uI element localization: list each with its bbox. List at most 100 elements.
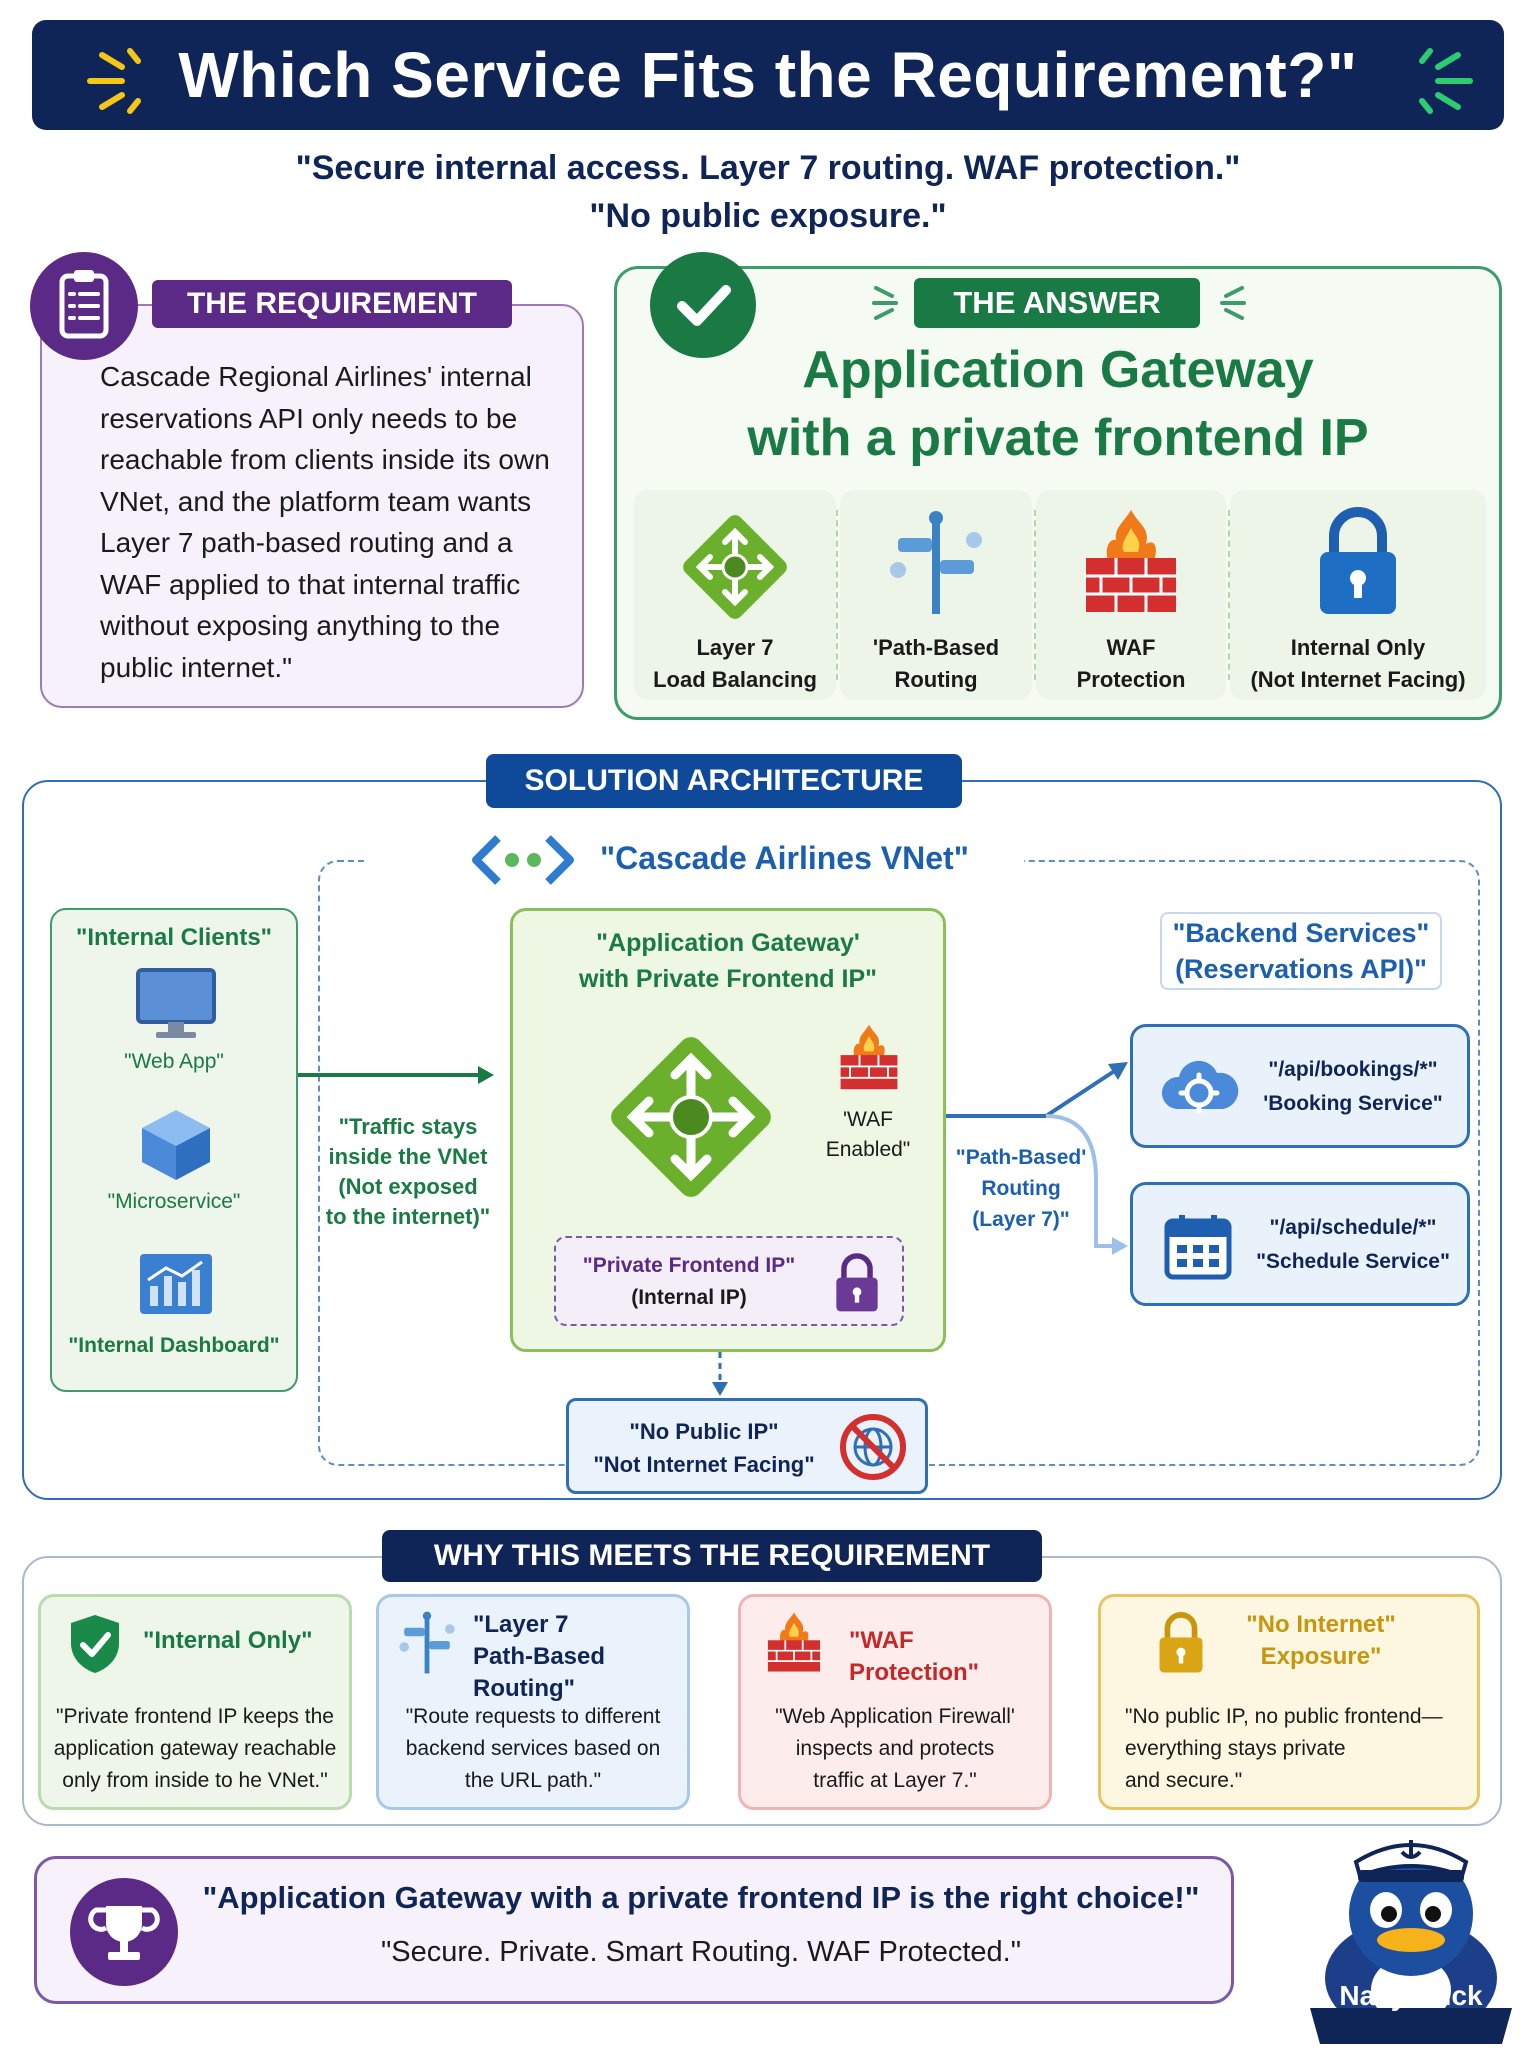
why-text-line: "No public IP, no public frontend—: [1125, 1705, 1443, 1728]
backend-title-line: (Reservations API)": [1175, 954, 1427, 984]
navy-duck-mascot: [1310, 1840, 1512, 2044]
page-title: Which Service Fits the Requirement?": [178, 39, 1358, 111]
why-card-internal: "Internal Only" "Private frontend IP kee…: [38, 1594, 352, 1810]
sparkle-icon: [872, 286, 898, 320]
signpost-icon: [399, 1611, 455, 1674]
signpost-icon: [890, 511, 982, 614]
conclusion-banner: [34, 1856, 1234, 2004]
why-card-text: "No public IP, no public frontend— every…: [1125, 1701, 1465, 1797]
answer-title-line: with a private frontend IP: [747, 409, 1369, 467]
service-path: "/api/bookings/*": [1268, 1058, 1438, 1081]
booking-service-box: "/api/bookings/*" 'Booking Service": [1130, 1024, 1470, 1148]
why-card-title: "WAF Protection": [849, 1627, 980, 1686]
backend-title-line: "Backend Services": [1172, 918, 1430, 948]
why-text-line: "Route requests to different: [405, 1705, 661, 1728]
routing-note-line: "Path-Based': [955, 1146, 1087, 1169]
service-label: "/api/schedule/*" "Schedule Service": [1243, 1211, 1463, 1279]
down-arrow: [712, 1352, 728, 1396]
pfip-line: (Internal IP): [631, 1286, 747, 1309]
why-title-line: Exposure": [1260, 1643, 1382, 1670]
sparkle-icon: [87, 48, 141, 114]
traffic-note-line: "Traffic stays: [338, 1114, 478, 1139]
feature-line: 'Path-Based: [872, 635, 1000, 660]
shield-check-icon: [71, 1615, 119, 1673]
pfip-label: "Private Frontend IP" (Internal IP): [564, 1250, 814, 1314]
firewall-icon: [767, 1612, 821, 1672]
why-text-line: "Private frontend IP keeps the: [56, 1705, 334, 1728]
traffic-note: "Traffic stays inside the VNet (Not expo…: [310, 1112, 506, 1232]
monitor-icon: [136, 968, 216, 1038]
why-text-line: everything stays private: [1125, 1737, 1346, 1760]
divider: [1034, 510, 1036, 680]
vnet-title-text: "Cascade Airlines VNet": [600, 839, 969, 876]
why-text-line: application gateway reachable: [53, 1737, 337, 1760]
sparkle-icon: [1419, 48, 1473, 114]
routing-arrows: [946, 1062, 1128, 1255]
lock-icon: [1159, 1612, 1203, 1673]
conclusion-title: "Application Gateway with a private fron…: [202, 1880, 1200, 1915]
why-card-title: "Layer 7 Path-Based Routing": [473, 1609, 687, 1705]
gateway-title-line: with Private Frontend IP": [579, 965, 877, 993]
no-internet-icon: [840, 1414, 906, 1480]
feature-tile: Internal Only(Not Internet Facing): [1230, 490, 1486, 700]
why-title-line: "No Internet": [1246, 1611, 1396, 1638]
calendar-icon: [1164, 1215, 1232, 1280]
feature-line: (Not Internet Facing): [1250, 667, 1466, 692]
feature-tile: WAF Protection: [1036, 490, 1226, 700]
feature-line: Load Balancing: [653, 667, 817, 692]
service-name: 'Booking Service": [1263, 1092, 1443, 1115]
why-text-line: backend services based on: [405, 1737, 661, 1760]
dashboard-icon: [140, 1254, 212, 1314]
why-card-title: "No Internet" Exposure": [1221, 1609, 1421, 1673]
why-text-line: inspects and protects: [795, 1737, 995, 1760]
backend-services-label: "Backend Services" (Reservations API)": [1160, 912, 1442, 990]
cloud-gear-icon: [1161, 1060, 1239, 1114]
requirement-text: Cascade Regional Airlines' internal rese…: [100, 361, 550, 683]
divider: [1228, 510, 1230, 680]
why-card-waf: "WAF Protection" "Web Application Firewa…: [738, 1594, 1052, 1810]
cube-icon: [142, 1110, 210, 1180]
why-text-line: traffic at Layer 7.": [813, 1769, 977, 1792]
why-text-line: the URL path.": [464, 1769, 602, 1792]
mascot-label: Navy Duck: [1339, 1980, 1483, 2011]
traffic-note-line: (Not exposed: [338, 1174, 478, 1199]
traffic-arrow: [298, 1066, 494, 1084]
subtitle-line: "No public exposure.": [589, 197, 947, 235]
feature-line: Protection: [1076, 667, 1186, 692]
why-text-line: and secure.": [1125, 1769, 1243, 1792]
why-card-text: "Web Application Firewall' inspects and …: [741, 1701, 1049, 1797]
no-public-label: "No Public IP" "Not Internet Facing": [579, 1415, 829, 1481]
title-bar: Which Service Fits the Requirement?": [32, 20, 1504, 130]
service-path: "/api/schedule/*": [1269, 1216, 1437, 1239]
why-card-text: "Route requests to different backend ser…: [379, 1701, 687, 1797]
client-label: "Web App": [124, 1050, 224, 1073]
traffic-note-line: to the internet)": [325, 1204, 491, 1229]
why-title-line: "Layer 7: [473, 1611, 569, 1638]
firewall-icon: [1086, 510, 1176, 612]
schedule-service-box: "/api/schedule/*" "Schedule Service": [1130, 1182, 1470, 1306]
why-text-line: "Web Application Firewall': [775, 1705, 1015, 1728]
no-public-line: "Not Internet Facing": [593, 1452, 815, 1477]
sparkle-icon: [1220, 286, 1246, 320]
why-card-no-exposure: "No Internet" Exposure" "No public IP, n…: [1098, 1594, 1480, 1810]
service-name: "Schedule Service": [1256, 1250, 1450, 1273]
load-balancer-icon: [683, 515, 787, 619]
divider: [836, 510, 838, 680]
feature-line: WAF: [1106, 635, 1156, 660]
waf-line: Enabled": [825, 1138, 911, 1161]
no-public-ip-box: "No Public IP" "Not Internet Facing": [566, 1398, 928, 1494]
answer-label: THE ANSWER: [914, 278, 1200, 328]
requirement-label: THE REQUIREMENT: [152, 280, 512, 328]
checkmark-icon: [650, 252, 756, 358]
feature-label: Internal Only(Not Internet Facing): [1230, 632, 1486, 696]
feature-label: WAF Protection: [1036, 632, 1226, 696]
why-card-title: "Internal Only": [143, 1627, 313, 1654]
why-card-routing: "Layer 7 Path-Based Routing" "Route requ…: [376, 1594, 690, 1810]
routing-note: "Path-Based' Routing (Layer 7)": [946, 1142, 1096, 1235]
clients-title: "Internal Clients": [75, 924, 273, 951]
vnet-title: "Cascade Airlines VNet": [364, 828, 1024, 888]
